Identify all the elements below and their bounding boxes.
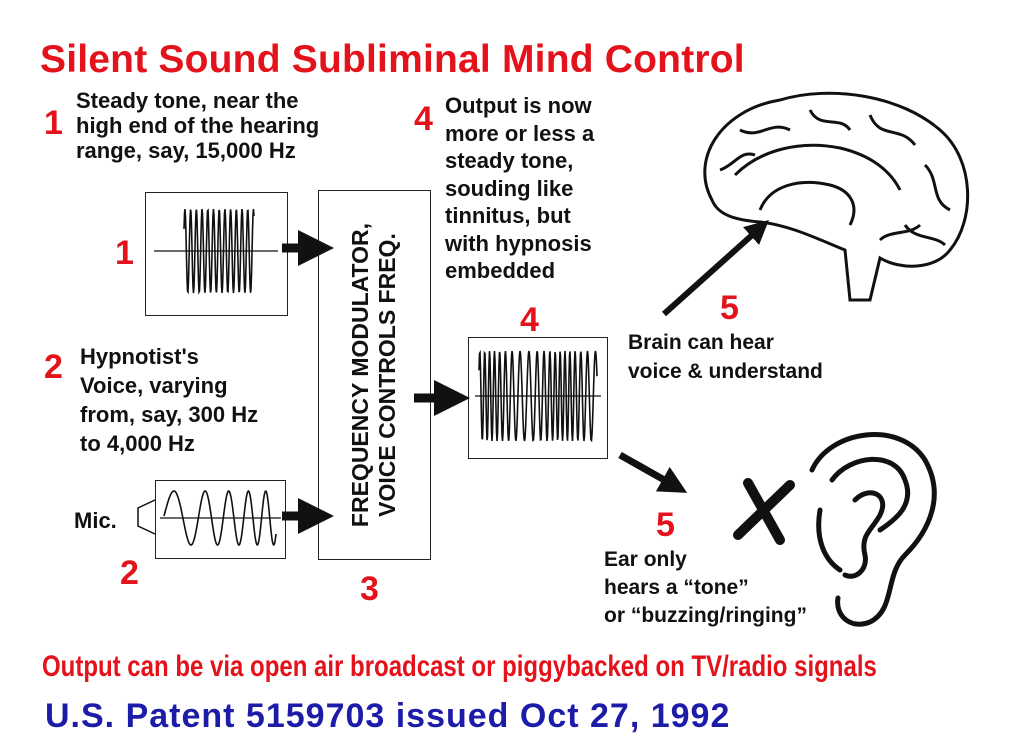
text-line: steady tone, [445,148,574,173]
text-line: Ear only [604,548,687,571]
text-line: or “buzzing/ringing” [604,604,807,627]
modulated-wave-icon [475,349,601,443]
ear-icon [809,432,937,627]
step1-number: 1 [44,104,63,142]
arrow-icon [618,451,688,493]
text-line: Steady tone, near the [76,88,299,113]
step2-number: 2 [44,348,63,386]
step4-number: 4 [414,100,433,138]
ear-description: Ear only hears a “tone” or “buzzing/ring… [604,546,807,630]
text-line: Hypnotist's [80,344,199,369]
step3-number: 3 [360,570,379,608]
text-line: range, say, 15,000 Hz [76,138,296,163]
box2-number: 2 [120,554,139,592]
text-line: voice & understand [628,360,823,383]
step2-description: Hypnotist's Voice, varying from, say, 30… [80,342,258,458]
voice-wave-icon [160,489,281,546]
text-line: high end of the hearing [76,113,320,138]
box4-number: 4 [520,301,539,339]
steady-tone-waveform-box [145,192,288,316]
brain-step-number: 5 [720,289,739,327]
text-line: with hypnosis [445,230,592,256]
step4-description: Output is now more or less a steady tone… [445,92,594,285]
text-line: more or less a [445,120,595,146]
mic-label: Mic. [74,508,117,533]
brain-description: Brain can hear voice & understand [628,328,823,386]
arrow-icon [661,219,769,317]
output-waveform-box [468,337,608,459]
brain-icon [703,91,970,302]
text-line: Voice, varying [80,373,228,398]
text-line: to 4,000 Hz [80,431,195,456]
ear-step-number: 5 [656,506,675,544]
frequency-modulator-box: FREQUENCY MODULATOR, VOICE CONTROLS FREQ… [318,190,431,560]
blocked-x-icon [733,478,795,545]
broadcast-note: Output can be via open air broadcast or … [42,650,877,683]
text-line: from, say, 300 Hz [80,402,259,427]
text-line: tinnitus, but [445,203,571,228]
microphone-icon [137,499,156,535]
diagram-title: Silent Sound Subliminal Mind Control [40,38,745,81]
text-line: hears a “tone” [604,576,749,599]
high-frequency-wave-icon [154,208,278,296]
text-line: Output is now [445,93,592,118]
patent-note: U.S. Patent 5159703 issued Oct 27, 1992 [45,697,731,735]
text-line: embedded [445,258,556,283]
step1-description: Steady tone, near the high end of the he… [76,88,319,163]
box1-number: 1 [115,234,134,272]
voice-waveform-box [155,480,286,559]
text-line: Brain can hear [628,331,774,354]
text-line: souding like [445,175,574,201]
